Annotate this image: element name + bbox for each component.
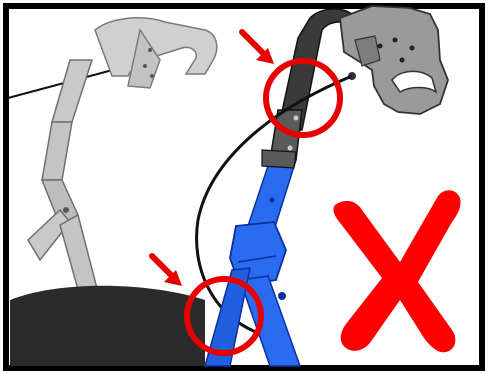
adjust-hole (294, 116, 299, 121)
lever-bolt (410, 46, 415, 51)
blue-bolt (270, 198, 275, 203)
grey-bolt (150, 74, 154, 78)
seat (10, 286, 205, 366)
blue-bolt (278, 292, 286, 300)
adjust-hole (288, 146, 293, 151)
grey-bolt (148, 48, 152, 52)
lever-bolt (378, 44, 383, 49)
blue-collar (262, 150, 296, 168)
grey-bolt (143, 64, 147, 68)
grey-bolt (63, 207, 69, 213)
lever-bolt (393, 38, 398, 43)
lever-bolt (400, 58, 405, 63)
